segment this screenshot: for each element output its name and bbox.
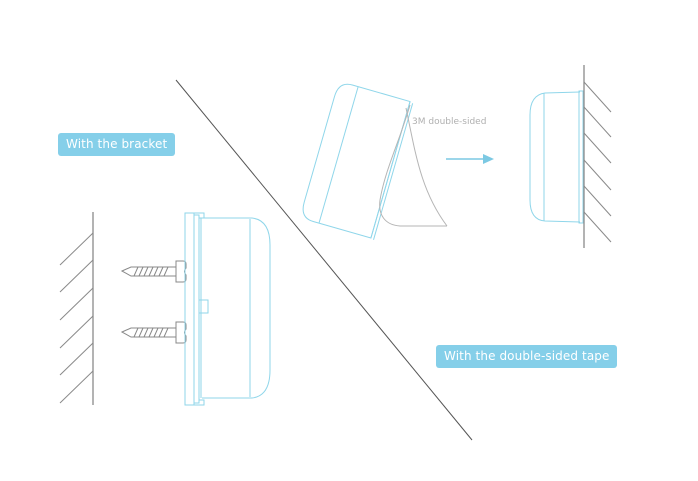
tape-method-label: With the double-sided tape [436,345,618,368]
screw-icon [120,321,187,344]
sensor-device-icon [184,212,271,406]
screw-icon [120,260,187,283]
right-wall [583,65,612,248]
divider-line [175,79,473,441]
tape-annotation: 3M double-sided [412,117,487,127]
bracket-method-label: With the bracket [58,133,176,156]
tape-peel [379,104,448,227]
sensor-device-icon [529,90,584,224]
left-wall [59,212,94,405]
arrow-right-icon [446,154,494,164]
sensor-device-icon [302,83,414,240]
